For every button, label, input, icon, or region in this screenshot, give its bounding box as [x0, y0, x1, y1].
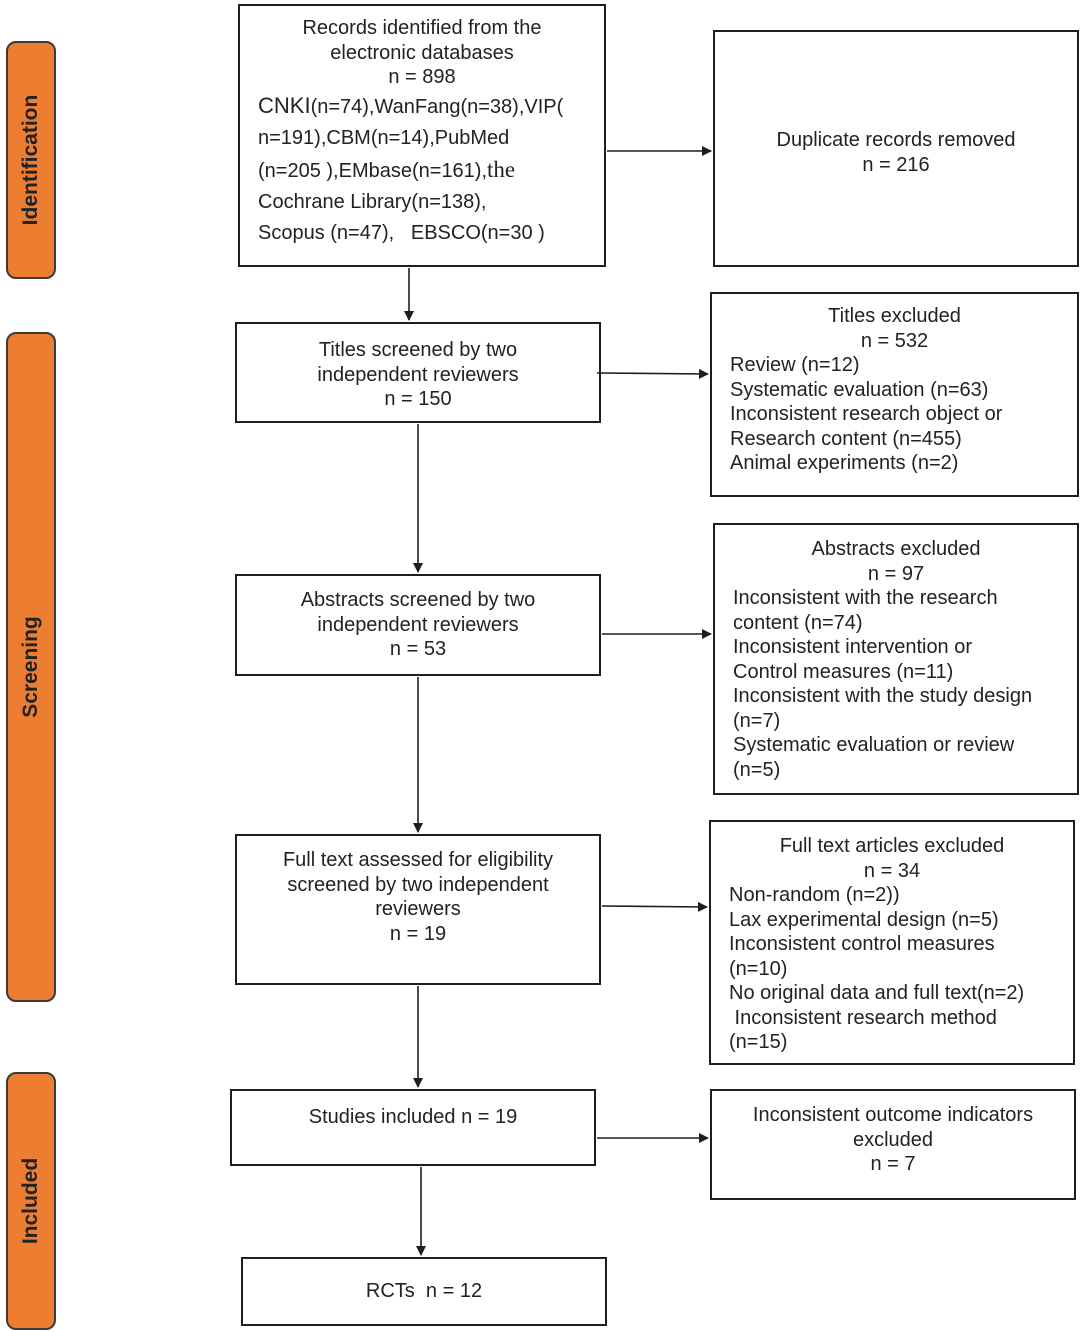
fulltext-excluded-box: Full text articles excluded n = 34 Non-r…: [709, 820, 1075, 1065]
duplicates-removed-box: Duplicate records removed n = 216: [713, 30, 1079, 267]
phase-included: Included: [6, 1072, 56, 1330]
rcts-box: RCTs n = 12: [241, 1257, 607, 1326]
abstracts-excluded-count: n = 97: [867, 562, 925, 585]
abstracts-excluded-title: Abstracts excluded: [811, 538, 981, 560]
fulltext-excluded-item: Inconsistent research method: [729, 1006, 997, 1029]
fulltext-excluded-title: Full text articles excluded: [779, 835, 1005, 857]
records-db-line3: (n=205 ),EMbase(n=161),the: [258, 154, 604, 187]
abstracts-excluded-item: Inconsistent with the study design: [733, 685, 1033, 707]
records-db-line2: n=191),CBM(n=14),PubMed: [258, 126, 510, 149]
fulltext-line1: Full text assessed for eligibility: [282, 849, 554, 871]
fulltext-excluded-item: Lax experimental design (n=5): [729, 908, 999, 931]
titles-screened-count: n = 150: [384, 388, 452, 410]
titles-excluded-count: n = 532: [860, 329, 929, 352]
records-line2: electronic databases: [330, 41, 514, 64]
fulltext-excluded-item: (n=15): [729, 1031, 788, 1053]
titles-excluded-item: Review (n=12): [730, 354, 860, 376]
abstracts-excluded-item: (n=7): [733, 709, 781, 732]
phase-identification: Identification: [6, 41, 56, 279]
titles-screened-box: Titles screened by two independent revie…: [235, 322, 601, 423]
abstracts-screened-box: Abstracts screened by two independent re…: [235, 574, 601, 676]
abstracts-excluded-box: Abstracts excluded n = 97 Inconsistent w…: [713, 523, 1079, 795]
fulltext-excluded-item: Inconsistent control measures: [729, 933, 995, 955]
abstracts-excluded-item: (n=5): [733, 758, 781, 781]
outcome-excluded-line1: Inconsistent outcome indicators: [752, 1104, 1034, 1126]
outcome-excluded-box: Inconsistent outcome indicators excluded…: [710, 1089, 1076, 1200]
records-count: n = 898: [388, 66, 456, 88]
abstracts-excluded-item: Inconsistent intervention or: [733, 636, 973, 658]
fulltext-excluded-item: No original data and full text(n=2): [729, 982, 1025, 1004]
abstracts-excluded-item: Inconsistent with the research: [733, 587, 998, 609]
arrow-fulltext-to-excluded: [601, 901, 708, 912]
studies-included-box: Studies included n = 19: [230, 1089, 596, 1166]
outcome-excluded-line2: excluded: [852, 1128, 934, 1151]
arrow-titles-to-excluded: [596, 368, 709, 379]
titles-excluded-item: Animal experiments (n=2): [730, 452, 959, 474]
records-db-line4: Cochrane Library(n=138),: [258, 190, 487, 213]
fulltext-assessed-box: Full text assessed for eligibility scree…: [235, 834, 601, 985]
studies-included-label: Studies included n = 19: [308, 1106, 518, 1128]
fulltext-count: n = 19: [389, 922, 447, 945]
titles-screened-line2: independent reviewers: [317, 363, 519, 386]
records-line1: Records identified from the: [302, 17, 542, 39]
records-db-the: the: [487, 156, 516, 182]
titles-screened-line1: Titles screened by two: [318, 339, 518, 361]
abstracts-excluded-item: content (n=74): [733, 611, 863, 634]
abstracts-excluded-item: Control measures (n=11): [733, 660, 954, 683]
fulltext-excluded-item: (n=10): [729, 957, 788, 980]
phase-screening: Screening: [6, 332, 56, 1002]
fulltext-excluded-item: Non-random (n=2)): [729, 884, 900, 906]
abstracts-screened-line2: independent reviewers: [317, 613, 519, 636]
records-db-line1: CNKI(n=74),WanFang(n=38),VIP(: [258, 90, 604, 123]
outcome-excluded-count: n = 7: [870, 1153, 916, 1175]
duplicates-label: Duplicate records removed: [776, 129, 1016, 151]
records-db-line1-rest: (n=74),WanFang(n=38),VIP(: [310, 95, 564, 118]
titles-excluded-title: Titles excluded: [828, 305, 961, 327]
fulltext-excluded-count: n = 34: [863, 859, 921, 882]
records-db-line5: Scopus (n=47), EBSCO(n=30 ): [258, 221, 545, 244]
titles-excluded-item: Inconsistent research object or: [730, 403, 1003, 425]
rcts-label: RCTs n = 12: [365, 1280, 483, 1302]
abstracts-screened-line1: Abstracts screened by two: [300, 589, 536, 611]
titles-excluded-box: Titles excluded n = 532 Review (n=12) Sy…: [710, 292, 1079, 497]
fulltext-line3: reviewers: [375, 898, 461, 920]
duplicates-count: n = 216: [862, 153, 930, 176]
records-db-line3-main: (n=205 ),EMbase(n=161),: [258, 159, 488, 182]
titles-excluded-item: Research content (n=455): [730, 427, 962, 450]
records-db-cnki: CNKI: [258, 92, 311, 118]
abstracts-screened-count: n = 53: [389, 638, 447, 660]
fulltext-line2: screened by two independent: [287, 873, 549, 896]
titles-excluded-item: Systematic evaluation (n=63): [730, 378, 989, 401]
abstracts-excluded-item: Systematic evaluation or review: [733, 734, 1015, 756]
records-identified-box: Records identified from the electronic d…: [238, 4, 606, 267]
